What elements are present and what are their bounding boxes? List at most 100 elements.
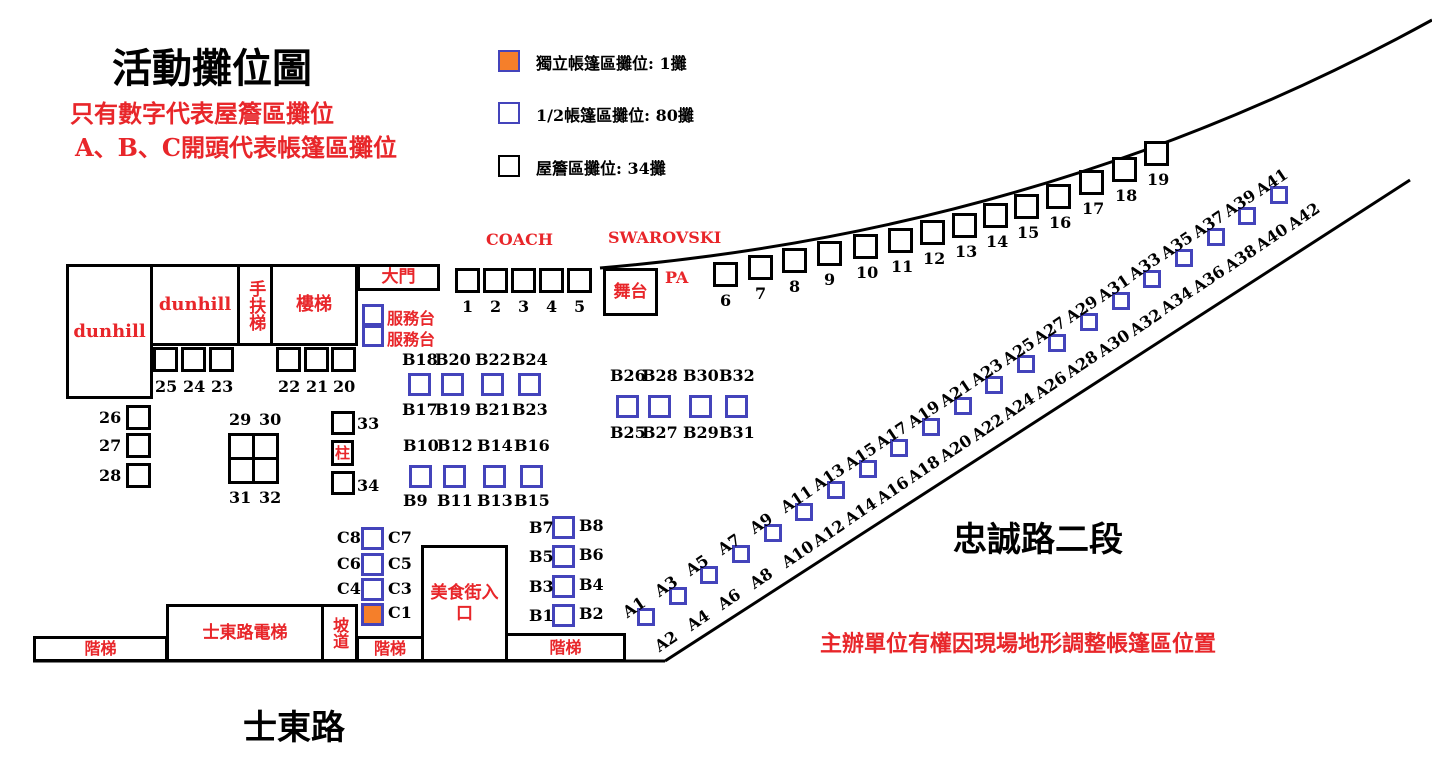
eave-booth-23[interactable] bbox=[209, 347, 234, 372]
legend-label: 屋簷區攤位: 34攤 bbox=[536, 159, 666, 178]
eave-booth-12[interactable] bbox=[920, 220, 945, 245]
service-desk-label: 服務台 bbox=[387, 309, 436, 328]
eave-booth-label: 19 bbox=[1147, 170, 1170, 189]
tent-booth-B5-B6[interactable] bbox=[552, 545, 575, 568]
tent-booth-C4-C3[interactable] bbox=[361, 578, 384, 601]
eave-booth-1[interactable] bbox=[455, 268, 480, 293]
tent-booth-B1-B2[interactable] bbox=[552, 604, 575, 627]
tent-booth-C1[interactable] bbox=[361, 603, 384, 626]
tent-booth-A33-A34[interactable] bbox=[1143, 270, 1162, 289]
eave-booth-33[interactable] bbox=[331, 411, 355, 435]
eave-booth-5[interactable] bbox=[567, 268, 592, 293]
tent-booth-A9-A10[interactable] bbox=[763, 523, 782, 542]
tent-booth-B21-B22[interactable] bbox=[481, 373, 504, 396]
eave-booth-27[interactable] bbox=[126, 433, 151, 458]
stairs-top: 樓梯 bbox=[270, 264, 358, 346]
eave-booth-14[interactable] bbox=[983, 203, 1008, 228]
tent-booth-label: B25 bbox=[610, 423, 646, 442]
tent-booth-A39-A40[interactable] bbox=[1238, 207, 1257, 226]
eave-booth-29[interactable] bbox=[228, 433, 255, 460]
tent-booth-B29-B30[interactable] bbox=[689, 395, 712, 418]
eave-booth-31[interactable] bbox=[228, 457, 255, 484]
tent-booth-B17-B18[interactable] bbox=[408, 373, 431, 396]
tent-booth-B15-B16[interactable] bbox=[520, 465, 543, 488]
tent-booth-A31-A32[interactable] bbox=[1111, 291, 1130, 310]
tent-booth-B25-B26[interactable] bbox=[616, 395, 639, 418]
tent-booth-A7-A8[interactable] bbox=[731, 544, 750, 563]
tent-booth-A21-A22[interactable] bbox=[953, 397, 972, 415]
eave-booth-4[interactable] bbox=[539, 268, 564, 293]
store-pa: PA bbox=[665, 268, 689, 287]
tent-booth-label: B16 bbox=[514, 436, 550, 455]
eave-booth-8[interactable] bbox=[782, 248, 807, 273]
eave-booth-19[interactable] bbox=[1144, 141, 1169, 166]
tent-booth-label: B27 bbox=[642, 423, 678, 442]
eave-booth-21[interactable] bbox=[304, 347, 329, 372]
tent-booth-A1-A2[interactable] bbox=[637, 608, 655, 626]
dunhill-store-large: dunhill bbox=[66, 264, 153, 399]
eave-booth-9[interactable] bbox=[817, 241, 842, 266]
tent-booth-B9-B10[interactable] bbox=[409, 465, 432, 488]
tent-booth-A19-A20[interactable] bbox=[921, 418, 940, 437]
eave-booth-28[interactable] bbox=[126, 463, 151, 488]
eave-booth-34[interactable] bbox=[331, 471, 355, 495]
tent-booth-A5-A6[interactable] bbox=[700, 565, 719, 584]
tent-booth-label: C1 bbox=[388, 603, 412, 622]
eave-booth-label: 28 bbox=[99, 466, 122, 485]
eave-booth-26[interactable] bbox=[126, 405, 151, 430]
tent-booth-B23-B24[interactable] bbox=[518, 373, 541, 396]
tent-booth-B19-B20[interactable] bbox=[441, 373, 464, 396]
stairs-right-label: 階梯 bbox=[549, 637, 582, 657]
eave-booth-16[interactable] bbox=[1046, 184, 1071, 209]
eave-booth-30[interactable] bbox=[252, 433, 279, 460]
tent-booth-A37-A38[interactable] bbox=[1206, 228, 1225, 247]
stairs-mid: 階梯 bbox=[356, 636, 424, 662]
tent-booth-label: B28 bbox=[642, 366, 678, 385]
tent-booth-A23-A24[interactable] bbox=[985, 375, 1004, 394]
eave-booth-17[interactable] bbox=[1079, 170, 1104, 195]
tent-booth-A41-A42[interactable] bbox=[1270, 186, 1288, 204]
tent-booth-A27-A28[interactable] bbox=[1048, 333, 1067, 352]
tent-booth-A13-A14[interactable] bbox=[826, 481, 845, 500]
tent-booth-B31-B32[interactable] bbox=[725, 395, 748, 418]
tent-booth-label: C5 bbox=[388, 554, 412, 573]
tent-booth-C8-C7[interactable] bbox=[361, 527, 384, 550]
eave-booth-label: 23 bbox=[211, 377, 234, 396]
main-gate-label: 大門 bbox=[381, 267, 416, 288]
tent-booth-A15-A16[interactable] bbox=[858, 460, 877, 479]
tent-booth-B13-B14[interactable] bbox=[483, 465, 506, 488]
eave-booth-15[interactable] bbox=[1014, 194, 1039, 219]
tent-booth-label: B8 bbox=[579, 516, 604, 535]
eave-booth-3[interactable] bbox=[511, 268, 536, 293]
eave-booth-32[interactable] bbox=[252, 457, 279, 484]
eave-booth-label: 13 bbox=[955, 242, 978, 261]
eave-booth-13[interactable] bbox=[952, 213, 977, 238]
road-zhongcheng: 忠誠路二段 bbox=[953, 520, 1123, 560]
eave-booth-10[interactable] bbox=[853, 234, 878, 259]
eave-booth-label: 17 bbox=[1082, 199, 1105, 218]
tent-booth-A3-A4[interactable] bbox=[668, 586, 687, 605]
eave-booth-6[interactable] bbox=[713, 262, 738, 287]
eave-booth-24[interactable] bbox=[181, 347, 206, 372]
tent-booth-C6-C5[interactable] bbox=[361, 553, 384, 576]
eave-booth-11[interactable] bbox=[888, 228, 913, 253]
tent-booth-B11-B12[interactable] bbox=[443, 465, 466, 488]
tent-booth-B3-B4[interactable] bbox=[552, 575, 575, 598]
tent-booth-A29-A30[interactable] bbox=[1080, 312, 1099, 331]
eave-booth-22[interactable] bbox=[276, 347, 301, 372]
tent-booth-A25-A26[interactable] bbox=[1016, 354, 1035, 373]
tent-booth-label: C7 bbox=[388, 528, 412, 547]
tent-booth-A35-A36[interactable] bbox=[1175, 249, 1194, 268]
tent-booth-A11-A12[interactable] bbox=[795, 502, 814, 521]
eave-booth-18[interactable] bbox=[1112, 157, 1137, 182]
eave-booth-label: 26 bbox=[99, 408, 122, 427]
tent-booth-B7-B8[interactable] bbox=[552, 516, 575, 539]
eave-booth-2[interactable] bbox=[483, 268, 508, 293]
eave-booth-25[interactable] bbox=[153, 347, 178, 372]
tent-booth-B27-B28[interactable] bbox=[648, 395, 671, 418]
tent-booth-label: B17 bbox=[402, 400, 438, 419]
tent-booth-A17-A18[interactable] bbox=[890, 439, 909, 458]
eave-booth-7[interactable] bbox=[748, 255, 773, 280]
eave-booth-label: 18 bbox=[1115, 186, 1138, 205]
eave-booth-20[interactable] bbox=[331, 347, 356, 372]
